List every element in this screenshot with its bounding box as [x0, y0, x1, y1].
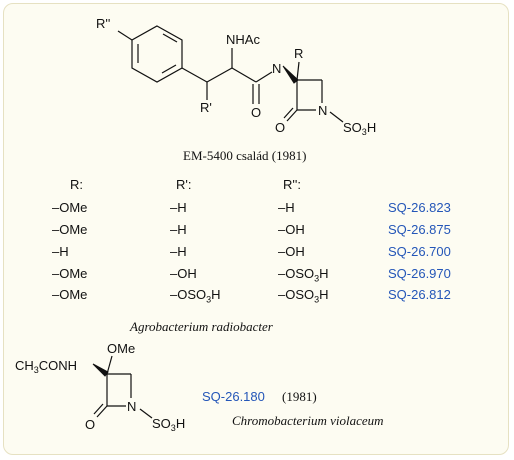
cell-r2: –OSO3H [278, 287, 329, 305]
ch3conh-label: CH3CONH [15, 358, 77, 375]
cell-r: –OMe [52, 200, 88, 215]
cell-r: –OMe [52, 222, 88, 237]
compound-code: SQ-26.700 [388, 244, 451, 259]
bond [181, 67, 208, 83]
lactam-carbonyl [93, 403, 104, 415]
lactam-o-label: O [85, 417, 95, 432]
amide-bond [255, 71, 273, 83]
nhac-label: NHAc [226, 32, 260, 47]
wedge-bond [92, 363, 109, 377]
cell-r1: –H [170, 222, 187, 237]
organism-label-2: Chromobacterium violaceum [232, 413, 384, 428]
compound-code: SQ-26.812 [388, 287, 451, 302]
lactam-carbonyl [96, 405, 108, 418]
cell-r: –OMe [52, 266, 88, 281]
cell-r2: –OSO3H [278, 266, 329, 284]
lactam-n-label: N [127, 399, 136, 414]
ome-label: OMe [107, 341, 135, 356]
cell-r2: –H [278, 200, 295, 215]
compound-code: SQ-26.875 [388, 222, 451, 237]
organism-label-1: Agrobacterium radiobacter [130, 319, 273, 334]
r2-label: R'' [96, 16, 110, 31]
compound2-code: SQ-26.180 [202, 389, 265, 404]
r2-bond [117, 30, 133, 41]
wedge-bond [282, 65, 299, 84]
figure-panel [3, 3, 509, 455]
compound2-year: (1981) [282, 389, 317, 404]
cell-r1: –OH [170, 266, 197, 281]
n-so3h-bond [139, 408, 153, 419]
cell-r1: –H [170, 244, 187, 259]
family-caption: EM-5400 család (1981) [183, 148, 307, 163]
lactam-carbonyl [283, 107, 294, 119]
n-so3h-bond [329, 111, 344, 123]
carbonyl-o-label: O [251, 105, 261, 120]
bond [231, 67, 257, 83]
lactam-o-label: O [275, 120, 285, 135]
lactam-carbonyl [286, 109, 298, 122]
header-r2: R'': [283, 177, 301, 192]
bond [206, 67, 233, 83]
cell-r2: –OH [278, 244, 305, 259]
aromatic-bond [161, 64, 177, 74]
header-r1: R': [176, 177, 192, 192]
ome-bond [106, 355, 113, 375]
cell-r1: –H [170, 200, 187, 215]
compound-code: SQ-26.823 [388, 200, 451, 215]
compound-code: SQ-26.970 [388, 266, 451, 281]
header-r: R: [70, 177, 83, 192]
cell-r: –H [52, 244, 69, 259]
so3h-label: SO3H [343, 120, 376, 137]
nh-label: N [272, 61, 281, 76]
lactam-n-label: N [318, 103, 327, 118]
cell-r: –OMe [52, 287, 88, 302]
cell-r1: –OSO3H [170, 287, 221, 305]
r-bond [296, 61, 300, 81]
aromatic-bond [162, 33, 178, 43]
r-label: R [294, 46, 303, 61]
cell-r2: –OH [278, 222, 305, 237]
r1-label: R' [200, 100, 212, 115]
so3h-label: SO3H [152, 416, 185, 433]
